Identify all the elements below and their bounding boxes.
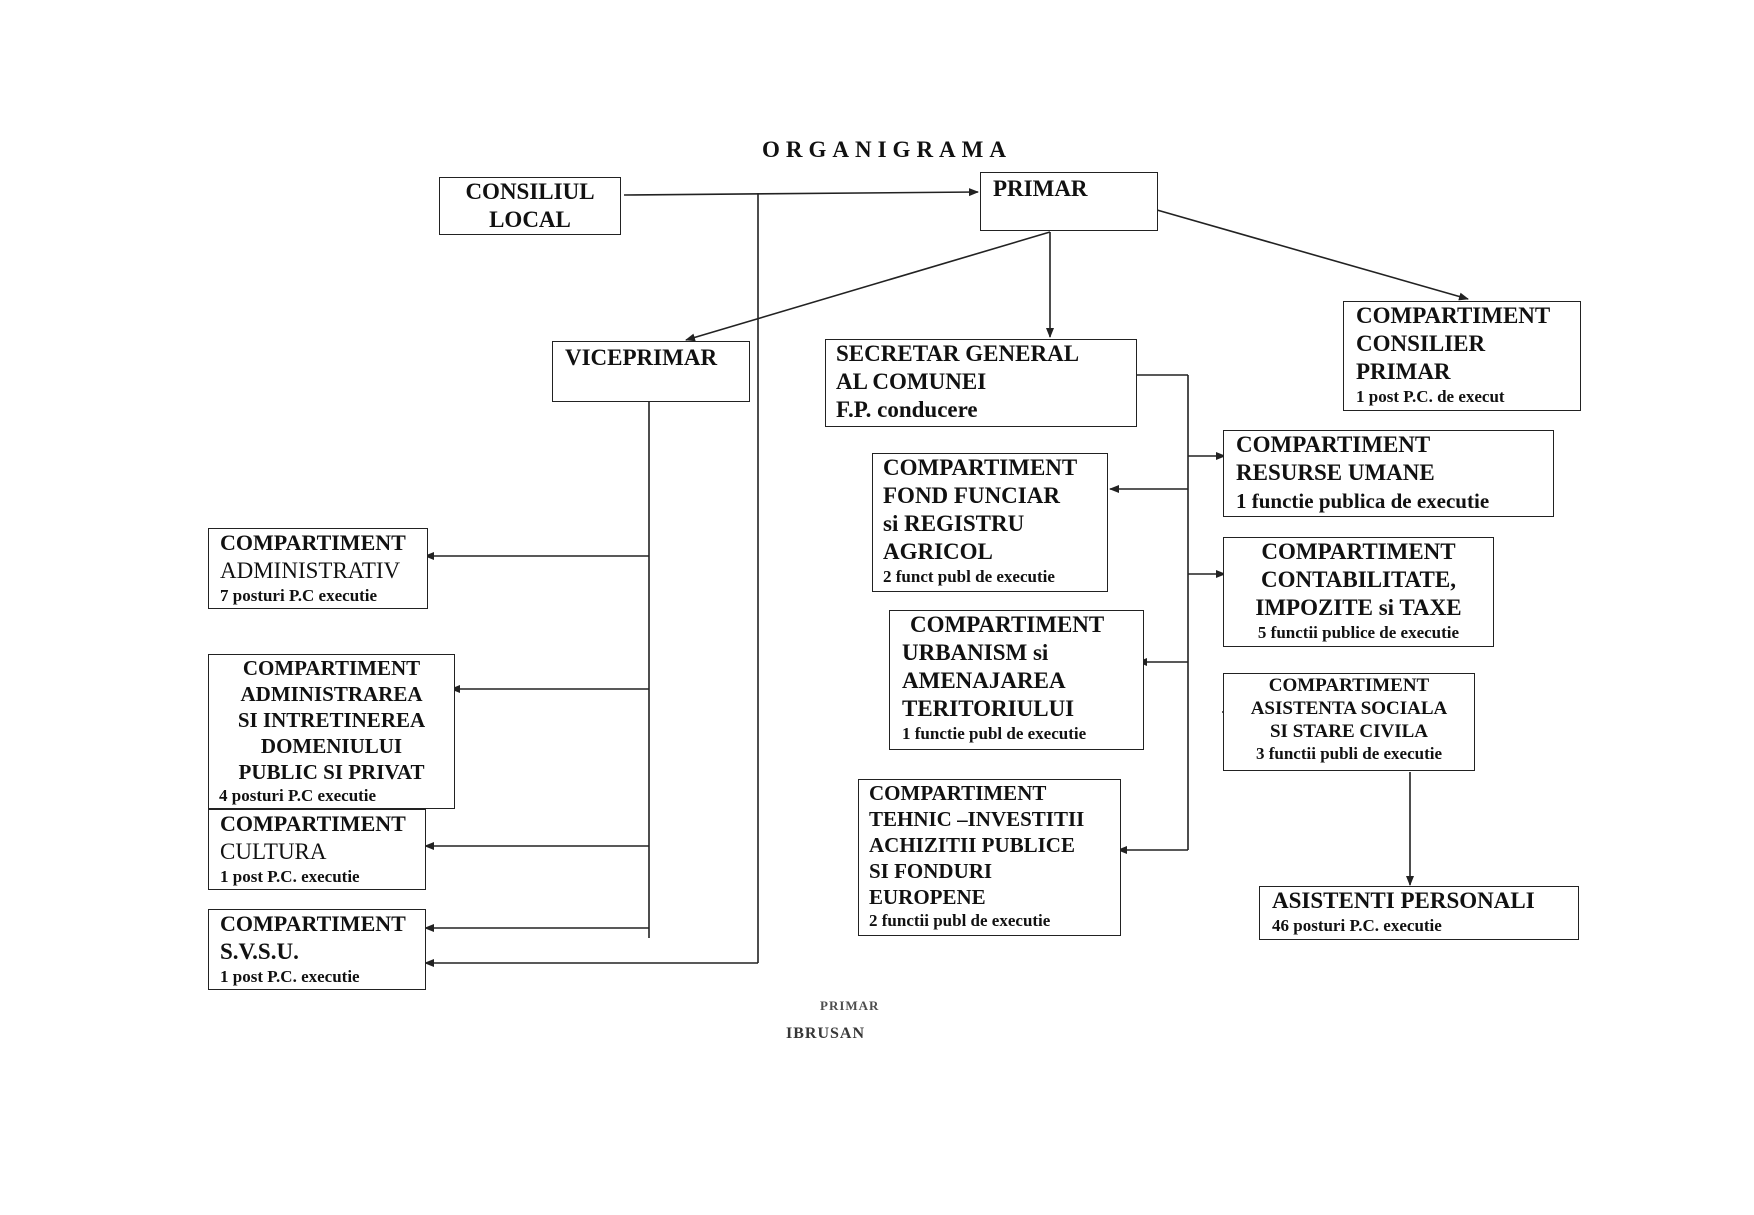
box-line: TEHNIC –INVESTITII [869, 807, 1085, 831]
box-line: ASISTENTA SOCIALA [1250, 698, 1448, 719]
box-line: PUBLIC SI PRIVAT [238, 760, 425, 784]
box-domeniu-public: COMPARTIMENT ADMINISTRAREA SI INTRETINER… [208, 654, 455, 809]
connector-primar-viceprimar [685, 231, 1051, 342]
box-line: DOMENIULUI [260, 734, 403, 758]
box-line: COMPARTIMENT [242, 656, 421, 680]
box-line: AL COMUNEI [836, 369, 987, 394]
box-line: IMPOZITE si TAXE [1255, 595, 1462, 620]
box-line: TERITORIULUI [902, 696, 1075, 721]
box-line: S.V.S.U. [220, 939, 299, 964]
box-cultura: COMPARTIMENT CULTURA 1 post P.C. executi… [208, 809, 426, 890]
box-administrativ: COMPARTIMENT ADMINISTRATIV 7 posturi P.C… [208, 528, 428, 609]
box-note: 1 functie publ de executie [902, 724, 1087, 743]
box-primar: PRIMAR [980, 172, 1158, 231]
box-contabilitate: COMPARTIMENT CONTABILITATE, IMPOZITE si … [1223, 537, 1494, 647]
box-consilier-primar: COMPARTIMENT CONSILIER PRIMAR 1 post P.C… [1343, 301, 1581, 411]
box-line: COMPARTIMENT [1268, 675, 1430, 696]
box-line: F.P. conducere [836, 397, 978, 422]
stamp-text-primar: PRIMAR [820, 998, 880, 1013]
box-line: ASISTENTI PERSONALI [1272, 888, 1535, 913]
box-line: CONTABILITATE, [1261, 567, 1456, 592]
box-line: ADMINISTRATIV [220, 558, 401, 583]
box-note: 4 posturi P.C executie [219, 786, 377, 805]
box-line: AGRICOL [883, 539, 993, 564]
box-line: PRIMAR [1356, 359, 1451, 384]
box-line: RESURSE UMANE [1236, 460, 1435, 485]
box-note: 5 functii publice de executie [1257, 623, 1460, 642]
connector-consiliul-primar [623, 188, 979, 197]
box-note: 1 post P.C. executie [220, 867, 360, 886]
box-line: COMPARTIMENT [910, 612, 1105, 637]
box-tehnic: COMPARTIMENT TEHNIC –INVESTITII ACHIZITI… [858, 779, 1121, 936]
box-line: CULTURA [220, 839, 327, 864]
box-line: COMPARTIMENT [869, 781, 1047, 805]
stamp-text-name: IBRUSAN [786, 1025, 866, 1042]
box-note: 1 post P.C. executie [220, 967, 360, 986]
box-line: SI FONDURI [869, 859, 993, 883]
box-line: CONSILIUL [465, 179, 595, 204]
box-note: 2 funct publ de executie [883, 567, 1055, 586]
box-line: SI STARE CIVILA [1269, 721, 1429, 742]
box-note: 1 post P.C. de execut [1356, 387, 1505, 406]
box-note: 46 posturi P.C. executie [1272, 916, 1442, 935]
box-consiliul-local: CONSILIUL LOCAL [439, 177, 621, 235]
connector-primar-consilier [1149, 207, 1469, 301]
box-svsu: COMPARTIMENT S.V.S.U. 1 post P.C. execut… [208, 909, 426, 990]
box-line: 1 functie publica de executie [1236, 489, 1490, 513]
box-fond-funciar: COMPARTIMENT FOND FUNCIAR si REGISTRU AG… [872, 453, 1108, 592]
box-line: EUROPENE [869, 885, 986, 909]
box-line: COMPARTIMENT [1236, 432, 1431, 457]
box-viceprimar: VICEPRIMAR [552, 341, 750, 402]
box-line: COMPARTIMENT [220, 911, 406, 936]
box-line: ACHIZITII PUBLICE [869, 833, 1075, 857]
box-secretar-general: SECRETAR GENERAL AL COMUNEI F.P. conduce… [825, 339, 1137, 427]
box-line: URBANISM si [902, 640, 1049, 665]
box-line: CONSILIER [1356, 331, 1486, 356]
box-line: COMPARTIMENT [1261, 539, 1456, 564]
box-line: PRIMAR [993, 176, 1088, 201]
box-line: SECRETAR GENERAL [836, 341, 1080, 366]
box-asistenti-personali: ASISTENTI PERSONALI 46 posturi P.C. exec… [1259, 886, 1579, 940]
box-resurse-umane: COMPARTIMENT RESURSE UMANE 1 functie pub… [1223, 430, 1554, 517]
box-line: si REGISTRU [883, 511, 1025, 536]
box-line: COMPARTIMENT [220, 811, 406, 836]
box-urbanism: COMPARTIMENT URBANISM si AMENAJAREA TERI… [889, 610, 1144, 750]
box-line: VICEPRIMAR [565, 345, 718, 370]
box-note: 2 functii publ de executie [869, 911, 1051, 930]
box-line: COMPARTIMENT [883, 455, 1078, 480]
box-line: SI INTRETINEREA [237, 708, 426, 732]
box-line: ADMINISTRAREA [240, 682, 423, 706]
box-line: LOCAL [489, 207, 571, 232]
box-asistenta-sociala: COMPARTIMENT ASISTENTA SOCIALA SI STARE … [1223, 673, 1475, 771]
box-line: COMPARTIMENT [220, 530, 406, 555]
box-line: FOND FUNCIAR [883, 483, 1060, 508]
box-line: COMPARTIMENT [1356, 303, 1551, 328]
box-note: 7 posturi P.C executie [220, 586, 378, 605]
box-line: AMENAJAREA [902, 668, 1066, 693]
chart-title: ORGANIGRAMA [762, 137, 1012, 162]
box-note: 3 functii publi de executie [1255, 744, 1443, 763]
